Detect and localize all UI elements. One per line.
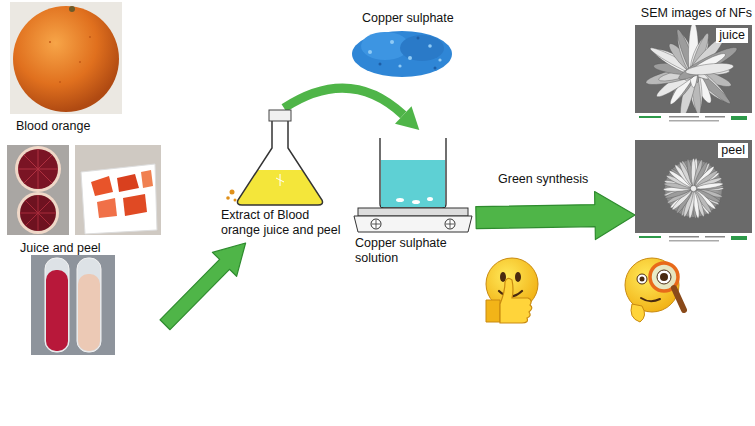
extract-flask: Extract of Blood orange juice and peel	[220, 108, 348, 243]
green-arrow	[476, 192, 635, 240]
sem-heading: SEM images of NFs	[641, 6, 752, 21]
juice-and-peel-photos: Juice and peel	[5, 142, 165, 357]
caption-text: Blood orange	[16, 119, 90, 134]
caption-text: Copper sulphate	[362, 11, 454, 26]
green-arrow	[284, 88, 419, 130]
caption-text: Extract of Blood orange juice and peel	[221, 208, 345, 238]
orange-photo	[10, 2, 125, 114]
caption-text: Juice and peel	[20, 241, 101, 256]
magnifier-emoji	[625, 258, 684, 322]
green-arrow	[160, 243, 246, 330]
caption-text: Copper sulphate solution	[355, 236, 473, 266]
edge-label: Green synthesis	[498, 172, 588, 187]
erlenmeyer-flask	[220, 108, 346, 208]
thumbs-up-emoji	[486, 258, 538, 323]
image-label: peel	[718, 143, 748, 158]
blood-orange-photo: Blood orange	[10, 2, 125, 137]
beaker-on-stirrer	[350, 130, 475, 235]
image-label: juice	[716, 28, 748, 43]
sem-image-peel: peel	[635, 140, 752, 245]
sem-image-juice: juice	[635, 25, 752, 125]
edge-label-holder: Green synthesis	[498, 172, 588, 187]
copper-sulphate-beaker: Copper sulphate solution	[350, 130, 476, 269]
label-holder: SEM images of NFs	[641, 6, 752, 21]
copper-sulphate-crystals: Copper sulphate	[340, 2, 465, 82]
